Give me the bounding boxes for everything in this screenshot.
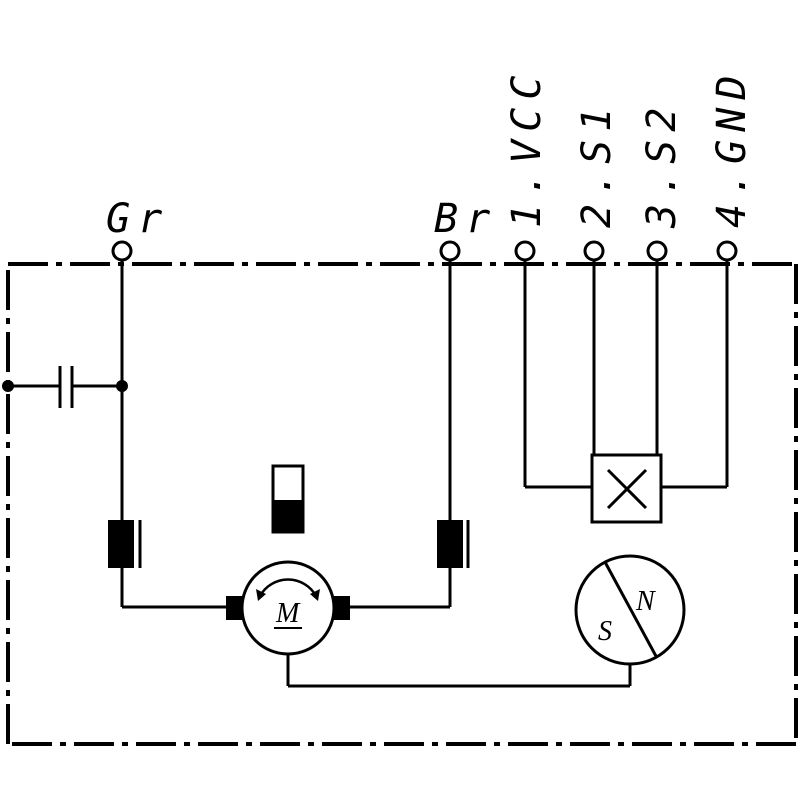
terminal-label-br: Br [434,196,498,242]
motor-icon [226,560,350,656]
terminal-s1 [583,240,605,262]
choke-icon-left [108,520,142,568]
capacitor-icon [58,366,74,408]
magnet-north-label: N [635,586,656,617]
enclosure-frame [6,262,798,746]
junction-dot-left [2,380,14,392]
choke-icon-right [437,520,470,568]
magnet-south-label: S [598,616,612,647]
terminals [111,240,738,262]
terminal-gnd [716,240,738,262]
motor-label: M [275,598,301,629]
magnet-icon [574,554,686,666]
terminal-label-s2: 3.S2 [639,100,685,229]
terminal-gr [111,240,133,262]
terminal-vcc [514,240,536,262]
junction-dot-gr [116,380,128,392]
terminal-label-vcc: 1.VCC [504,68,550,228]
hall-sensor-icon [590,453,663,524]
terminal-s2 [646,240,668,262]
switch-icon [271,464,305,534]
terminal-label-gr: Gr [106,196,170,242]
terminal-label-s1: 2.S1 [574,100,620,228]
terminal-br [439,240,461,262]
terminal-label-gnd: 4.GND [709,68,755,228]
